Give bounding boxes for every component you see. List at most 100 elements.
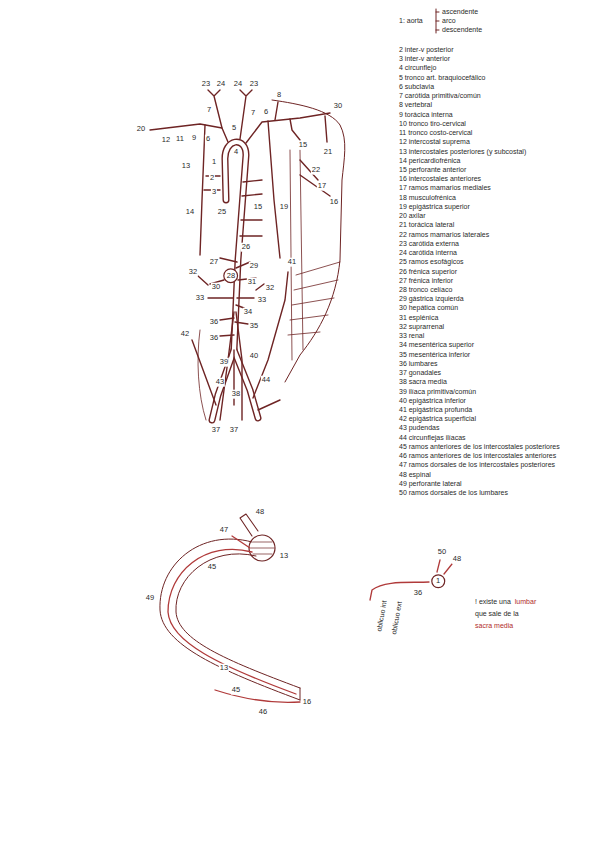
note-text: sacra media [474, 622, 514, 630]
legend-list-item: 8 vertebral [398, 101, 433, 109]
legend-list-item: 24 carótida interna [398, 249, 458, 257]
callout-number: 12 [161, 136, 171, 145]
note-text: lumbar [514, 598, 537, 606]
callout-number: 8 [276, 91, 282, 100]
legend-list-item: 36 lumbares [398, 360, 439, 368]
legend-list-item: 40 epigástrica inferior [398, 397, 467, 405]
legend-list-item: 1: aorta [398, 17, 424, 25]
note-text: que sale de la [474, 610, 520, 618]
callout-number: 6 [263, 108, 269, 117]
callout-number: 48 [255, 508, 265, 517]
legend-list-item: 32 suprarrenal [398, 323, 445, 331]
callout-number: 46 [258, 708, 268, 717]
callout-number: 15 [253, 203, 263, 212]
legend-list-item: 31 esplénica [398, 314, 439, 322]
callout-number: 35 [249, 322, 259, 331]
callout-number: 47 [219, 526, 229, 535]
legend-list-item: 20 axilar [398, 212, 426, 220]
legend-list-item: 3 inter-v anterior [398, 55, 451, 63]
callout-number: 3 [211, 188, 217, 197]
callout-number: 36 [209, 318, 219, 327]
callout-number: 48 [452, 555, 462, 564]
callout-number: 42 [180, 330, 190, 339]
callout-number: 31 [247, 278, 257, 287]
callout-number: 45 [231, 686, 241, 695]
callout-number: 43 [215, 378, 225, 387]
legend-list-item: 29 gástrica izquierda [398, 295, 465, 303]
callout-number: 13 [181, 162, 191, 171]
legend-list-item: 43 pudendas [398, 424, 440, 432]
legend-list-item: 13 intercostales posteriores (y subcosta… [398, 147, 527, 155]
legend-list-item: 23 carótida externa [398, 240, 460, 248]
callout-number: 4 [233, 148, 239, 157]
callout-number: 29 [249, 262, 259, 271]
callout-number: 27 [209, 258, 219, 267]
callout-number: 14 [185, 208, 195, 217]
legend-list-item: 10 tronco tiro-cervical [398, 120, 467, 128]
muscle-label: oblicuo int [375, 599, 389, 633]
legend-list-item: 6 subclavia [398, 83, 435, 91]
callout-number: 36 [209, 334, 219, 343]
legend-list-item: 46 ramos anteriores de los intercostales… [398, 452, 557, 460]
legend-list-item: 50 ramos dorsales de los lumbares [398, 489, 509, 497]
legend-list-item: 11 tronco costo-cervical [398, 129, 473, 137]
callout-number: 5 [231, 124, 237, 133]
callout-number: 40 [249, 352, 259, 361]
muscle-label: oblicuo ext [390, 600, 404, 636]
legend-list-item: 28 tronco celíaco [398, 286, 453, 294]
legend-list-item: 37 gonadales [398, 369, 442, 377]
callout-number: 21 [323, 148, 333, 157]
callout-number: 7 [206, 106, 212, 115]
callout-number: 22 [311, 166, 321, 175]
callout-number: 13 [219, 664, 229, 673]
circled-number-text: 1 [436, 577, 440, 585]
callout-number: 45 [207, 563, 217, 572]
circled-number: 28 [223, 268, 238, 283]
legend-list-item: 49 perforante lateral [398, 480, 463, 488]
callout-number: 13 [279, 552, 289, 561]
legend-list-item: 48 espinal [398, 471, 432, 479]
callout-number: 37 [229, 426, 239, 435]
callout-number: 16 [329, 198, 339, 207]
callout-number: 38 [231, 390, 241, 399]
legend-list-item: 12 intercostal suprema [398, 138, 471, 146]
callout-number: 24 [216, 80, 226, 89]
callout-number: 16 [302, 698, 312, 707]
callout-number: 26 [241, 243, 251, 252]
legend-list-item: 42 epigástrica superficial [398, 415, 477, 423]
legend-list-item: 17 ramos mamarios mediales [398, 184, 492, 192]
callout-number: 30 [333, 102, 343, 111]
legend-list-item: descendente [441, 26, 483, 34]
callout-number: 34 [243, 308, 253, 317]
callout-number: 33 [257, 296, 267, 305]
legend-list-item: 27 frénica inferior [398, 277, 454, 285]
legend-list-item: ascendente [441, 8, 479, 16]
legend-list-item: 25 ramos esofágicos [398, 258, 465, 266]
legend-list-item: arco [441, 17, 457, 25]
callout-number: 1 [211, 158, 217, 167]
callout-number: 9 [191, 134, 197, 143]
callout-number: 2 [209, 174, 215, 183]
legend-list-item: 34 mesentérica superior [398, 341, 475, 349]
legend-list-item: 18 musculofrénica [398, 194, 457, 202]
legend-list-item: 15 perforante anterior [398, 166, 467, 174]
callout-number: 23 [201, 80, 211, 89]
legend-list-item: 45 ramos anteriores de los intercostales… [398, 443, 561, 451]
callout-number: 6 [205, 135, 211, 144]
circled-number-text: 28 [227, 272, 235, 280]
legend-list-item: 30 hepática común [398, 304, 459, 312]
legend-list-item: 9 torácica interna [398, 111, 454, 119]
callout-number: 33 [195, 294, 205, 303]
legend-list-item: 39 ilíaca primitiva/común [398, 387, 477, 395]
callout-number: 20 [136, 125, 146, 134]
callout-number: 32 [188, 268, 198, 277]
legend-list-item: 4 circunflejo [398, 64, 437, 72]
callout-number: 44 [261, 376, 271, 385]
legend-list-item: 33 renal [398, 332, 425, 340]
callout-number: 24 [233, 80, 243, 89]
callout-number: 37 [211, 426, 221, 435]
callout-number: 39 [219, 358, 229, 367]
callout-number: 49 [145, 594, 155, 603]
